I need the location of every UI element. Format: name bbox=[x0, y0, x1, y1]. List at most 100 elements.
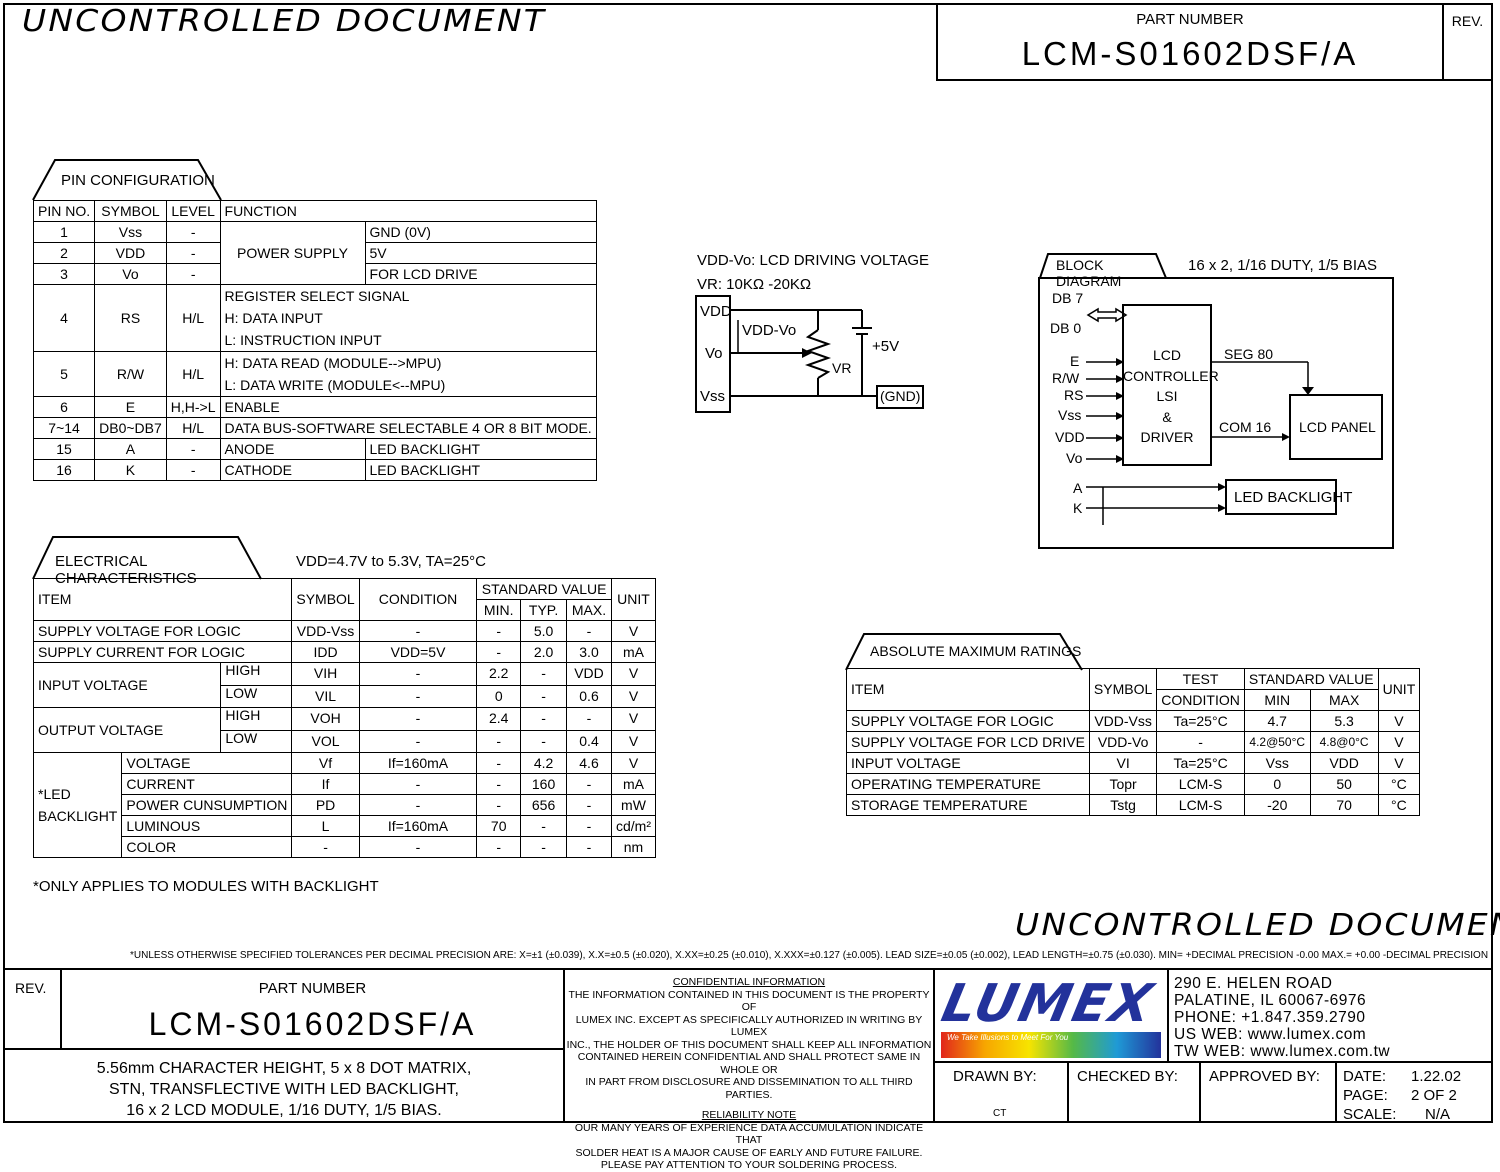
confidential-box: CONFIDENTIAL INFORMATION THE INFORMATION… bbox=[563, 968, 935, 1171]
table-row: COLOR - - - - - nm bbox=[34, 836, 656, 858]
electrical-table: ITEM SYMBOL CONDITION STANDARD VALUE UNI… bbox=[32, 578, 656, 858]
block-diagram-tab: BLOCK DIAGRAM bbox=[1039, 252, 1170, 289]
scale-label: SCALE: bbox=[1343, 1106, 1397, 1123]
db7-label: DB 7 bbox=[1052, 290, 1084, 306]
page-label: PAGE: bbox=[1343, 1087, 1388, 1104]
row-symbol: VIH bbox=[291, 662, 360, 686]
confidential-line: INC., THE HOLDER OF THIS DOCUMENT SHALL … bbox=[566, 1038, 932, 1051]
pin-level: - bbox=[165, 263, 221, 285]
confidential-title: CONFIDENTIAL INFORMATION bbox=[672, 976, 826, 988]
abs-symbol: VI bbox=[1088, 752, 1158, 774]
scale-value: N/A bbox=[1425, 1106, 1451, 1123]
header-rev-label: REV. bbox=[1451, 13, 1484, 29]
row-unit: V bbox=[611, 729, 656, 753]
abs-header-std: STANDARD VALUE bbox=[1243, 668, 1379, 690]
led-item: COLOR bbox=[121, 836, 293, 858]
led-typ: - bbox=[520, 815, 567, 837]
led-max: - bbox=[566, 836, 612, 858]
table-row: 15 A - ANODE LED BACKLIGHT bbox=[32, 438, 597, 460]
led-condition: If=160mA bbox=[358, 752, 478, 774]
table-row: 16 K - CATHODE LED BACKLIGHT bbox=[32, 459, 597, 481]
footer-description: 5.56mm CHARACTER HEIGHT, 5 x 8 DOT MATRI… bbox=[5, 1058, 563, 1121]
pin-symbol: A bbox=[94, 438, 167, 460]
confidential-block: CONFIDENTIAL INFORMATION THE INFORMATION… bbox=[565, 976, 933, 1172]
reliability-line: SOLDER HEAT IS A MAJOR CAUSE OF EARLY AN… bbox=[575, 1146, 923, 1159]
footer-part-number: LCM-S01602DSF/A bbox=[148, 1006, 477, 1042]
pin-function: POWER SUPPLY bbox=[219, 221, 366, 285]
row-symbol: VIL bbox=[291, 684, 360, 708]
led-min: - bbox=[476, 794, 522, 816]
pin-function-line: H: DATA INPUT bbox=[224, 310, 323, 326]
abs-unit: °C bbox=[1377, 794, 1421, 816]
plus5v-label: +5V bbox=[872, 338, 900, 355]
pin-function: REGISTER SELECT SIGNAL H: DATA INPUT L: … bbox=[219, 284, 597, 352]
row-min: 2.4 bbox=[476, 707, 522, 731]
header-min: MIN. bbox=[476, 599, 522, 621]
abs-min: 0 bbox=[1243, 773, 1311, 795]
uncontrolled-stamp-top: UNCONTROLLED DOCUMENT bbox=[22, 4, 547, 39]
table-row: POWER CUNSUMPTION PD - - 656 - mW bbox=[34, 794, 656, 816]
led-max: - bbox=[566, 773, 612, 795]
input-low-label: LOW bbox=[225, 684, 258, 701]
pin-function-line: L: INSTRUCTION INPUT bbox=[224, 332, 382, 348]
input-rs-label: RS bbox=[1064, 387, 1084, 403]
controller-line: LSI bbox=[1156, 388, 1178, 404]
row-condition: - bbox=[358, 707, 478, 731]
table-row: LUMINOUS L If=160mA 70 - - cd/m² bbox=[34, 815, 656, 837]
header-typ: TYP. bbox=[520, 599, 567, 621]
pin-level: H/L bbox=[165, 417, 221, 439]
com-label: COM 16 bbox=[1219, 419, 1272, 435]
abs-symbol: Tstg bbox=[1088, 794, 1158, 816]
pin-level: H,H->L bbox=[165, 396, 221, 418]
abs-symbol: VDD-Vss bbox=[1088, 710, 1158, 732]
abs-unit: V bbox=[1377, 710, 1421, 732]
confidential-line: IN PART FROM DISCLOSURE AND DISSEMINATIO… bbox=[585, 1076, 913, 1101]
pin-level: - bbox=[165, 221, 221, 243]
pin-no: 6 bbox=[32, 396, 96, 418]
checked-by-label: CHECKED BY: bbox=[1077, 1068, 1178, 1085]
row-min: 0 bbox=[476, 684, 522, 708]
address-line: PHONE: +1.847.359.2790 bbox=[1174, 1009, 1366, 1026]
pin-detail: FOR LCD DRIVE bbox=[364, 263, 597, 285]
led-item: VOLTAGE bbox=[121, 752, 293, 774]
row-typ: 2.0 bbox=[520, 641, 567, 663]
pin-symbol: Vo bbox=[94, 263, 167, 285]
date-page-scale-values: 1.22.02 2 OF 2 N/A bbox=[1411, 1067, 1461, 1124]
block-diagram-wiring bbox=[1086, 304, 1383, 525]
output-high-label: HIGH bbox=[221, 708, 292, 731]
pin-config-title: PIN CONFIGURATION bbox=[61, 172, 215, 189]
abs-item: SUPPLY VOLTAGE FOR LOGIC bbox=[846, 710, 1090, 732]
input-high-label: HIGH bbox=[221, 663, 292, 686]
abs-max: 50 bbox=[1309, 773, 1379, 795]
led-max: - bbox=[566, 815, 612, 837]
header-item: ITEM bbox=[32, 578, 293, 621]
led-max: 4.6 bbox=[566, 752, 612, 774]
abs-max: 5.3 bbox=[1309, 710, 1379, 732]
header-rev-box: REV. bbox=[1442, 3, 1493, 81]
led-condition: If=160mA bbox=[358, 815, 478, 837]
pin-function: ENABLE bbox=[219, 396, 597, 418]
date-page-scale-labels: DATE: PAGE: SCALE: bbox=[1343, 1067, 1396, 1124]
pin-no: 1 bbox=[32, 221, 96, 243]
row-item: SUPPLY CURRENT FOR LOGIC bbox=[32, 641, 293, 663]
header-condition: CONDITION bbox=[358, 578, 478, 621]
pin-config-tab: PIN CONFIGURATION bbox=[32, 159, 223, 201]
pin-header-level: LEVEL bbox=[165, 200, 221, 222]
pin-no: 4 bbox=[32, 284, 96, 352]
led-unit: mW bbox=[611, 794, 656, 816]
pin-level: H/L bbox=[165, 351, 221, 397]
led-typ: 4.2 bbox=[520, 752, 567, 774]
led-min: - bbox=[476, 752, 522, 774]
lumex-tagline: We Take Illusions to Meet For You bbox=[947, 1033, 1069, 1042]
pin-no: 3 bbox=[32, 263, 96, 285]
abs-min: 4.7 bbox=[1243, 710, 1311, 732]
pin-no: 5 bbox=[32, 351, 96, 397]
output-voltage-cell: OUTPUT VOLTAGE HIGH LOW bbox=[32, 707, 293, 753]
abs-condition: Ta=25°C bbox=[1156, 752, 1245, 774]
led-item: POWER CUNSUMPTION bbox=[121, 794, 293, 816]
lumex-logo: LUMEX bbox=[936, 974, 1160, 1034]
pin-function-line: REGISTER SELECT SIGNAL bbox=[224, 288, 410, 304]
electrical-tab: ELECTRICAL CHARACTERISTICS bbox=[32, 535, 263, 587]
footer-rev-label: REV. bbox=[15, 980, 47, 996]
led-backlight-group-label: *LED BACKLIGHT bbox=[32, 752, 123, 858]
